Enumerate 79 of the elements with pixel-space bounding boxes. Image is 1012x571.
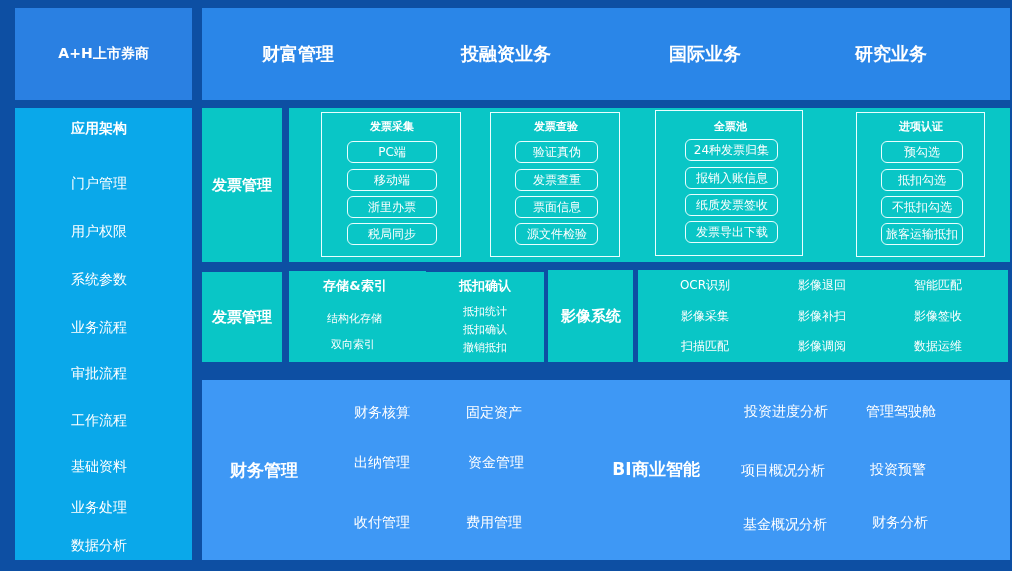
item-text: 工作流程 [71,411,127,429]
item-text: 撤销抵扣 [463,341,507,355]
heading-text: 财富管理 [262,43,334,65]
group-frame [856,112,985,257]
group-frame [321,112,461,257]
heading-text: 进项认证 [899,120,943,134]
item-text: 影像采集 [681,308,729,324]
heading-text: 投融资业务 [461,43,551,65]
function-box: 报销入账信息 [685,167,778,189]
heading-text: 财务管理 [230,459,298,481]
item-text: 扫描匹配 [681,338,729,354]
function-box: 发票查重 [515,169,598,191]
item-text: 抵扣确认 [463,323,507,337]
function-box: 24种发票归集 [685,139,778,161]
function-box: 验证真伪 [515,141,598,163]
heading-text: 发票查验 [534,120,578,134]
item-text: 业务流程 [71,318,127,336]
item-text: 智能匹配 [914,277,962,293]
item-text: OCR识别 [679,277,731,293]
function-box: 源文件检验 [515,223,598,245]
function-box: 票面信息 [515,196,598,218]
heading-text: 全票池 [713,120,747,134]
group-frame [655,110,803,256]
heading-text: 抵扣确认 [459,278,511,294]
section-box: 发票管理 [202,272,282,362]
item-text: 系统参数 [71,270,127,288]
item-text: 数据分析 [71,536,127,554]
module-box: 影像系统 [548,270,633,362]
item-text: 管理驾驶舱 [866,402,936,420]
module-panel [638,270,1008,362]
item-text: 双向索引 [331,338,375,352]
module-box [426,272,544,362]
business-band [202,8,1010,100]
heading-text: 发票采集 [370,120,414,134]
function-box: 不抵扣勾选 [881,196,963,218]
item-text: 业务处理 [71,498,127,516]
function-box: 浙里办票 [347,196,437,218]
function-box: 预勾选 [881,141,963,163]
section-box: 发票管理 [202,108,282,262]
item-text: 资金管理 [468,453,524,471]
heading-text: BI商业智能 [612,458,700,480]
heading-text: 存储&索引 [323,278,387,294]
function-box: 抵扣勾选 [881,169,963,191]
item-text: 抵扣统计 [463,305,507,319]
function-box: 移动端 [347,169,437,191]
item-text: 门户管理 [71,174,127,192]
heading-text: 研究业务 [855,43,927,65]
item-text: 项目概况分析 [741,461,825,479]
item-text: 结构化存储 [326,312,382,326]
title-box: A+H上市券商 [15,8,192,100]
item-text: 影像补扫 [798,308,846,324]
sidebar-panel [15,108,192,560]
module-panel [289,108,1010,262]
heading-text: 国际业务 [669,43,741,65]
item-text: 审批流程 [71,364,127,382]
item-text: 基础资料 [71,457,127,475]
item-text: 收付管理 [354,513,410,531]
module-box [289,271,426,362]
item-text: 固定资产 [466,403,522,421]
item-text: 投资预警 [870,460,926,478]
item-text: 财务核算 [354,403,410,421]
item-text: 出纳管理 [354,453,410,471]
function-box: 发票导出下载 [685,221,778,243]
item-text: 影像退回 [798,277,846,293]
item-text: 财务分析 [872,513,928,531]
item-text: 投资进度分析 [744,402,828,420]
function-box: 纸质发票签收 [685,194,778,216]
heading-text: 应用架构 [71,119,127,137]
item-text: 影像签收 [914,308,962,324]
function-box: 旅客运输抵扣 [881,223,963,245]
function-box: 税局同步 [347,223,437,245]
item-text: 基金概况分析 [743,515,827,533]
item-text: 费用管理 [466,513,522,531]
item-text: 数据运维 [914,338,962,354]
item-text: 用户权限 [71,222,127,240]
item-text: 影像调阅 [798,338,846,354]
function-box: PC端 [347,141,437,163]
group-frame [490,112,620,257]
finance-panel [202,380,1010,560]
